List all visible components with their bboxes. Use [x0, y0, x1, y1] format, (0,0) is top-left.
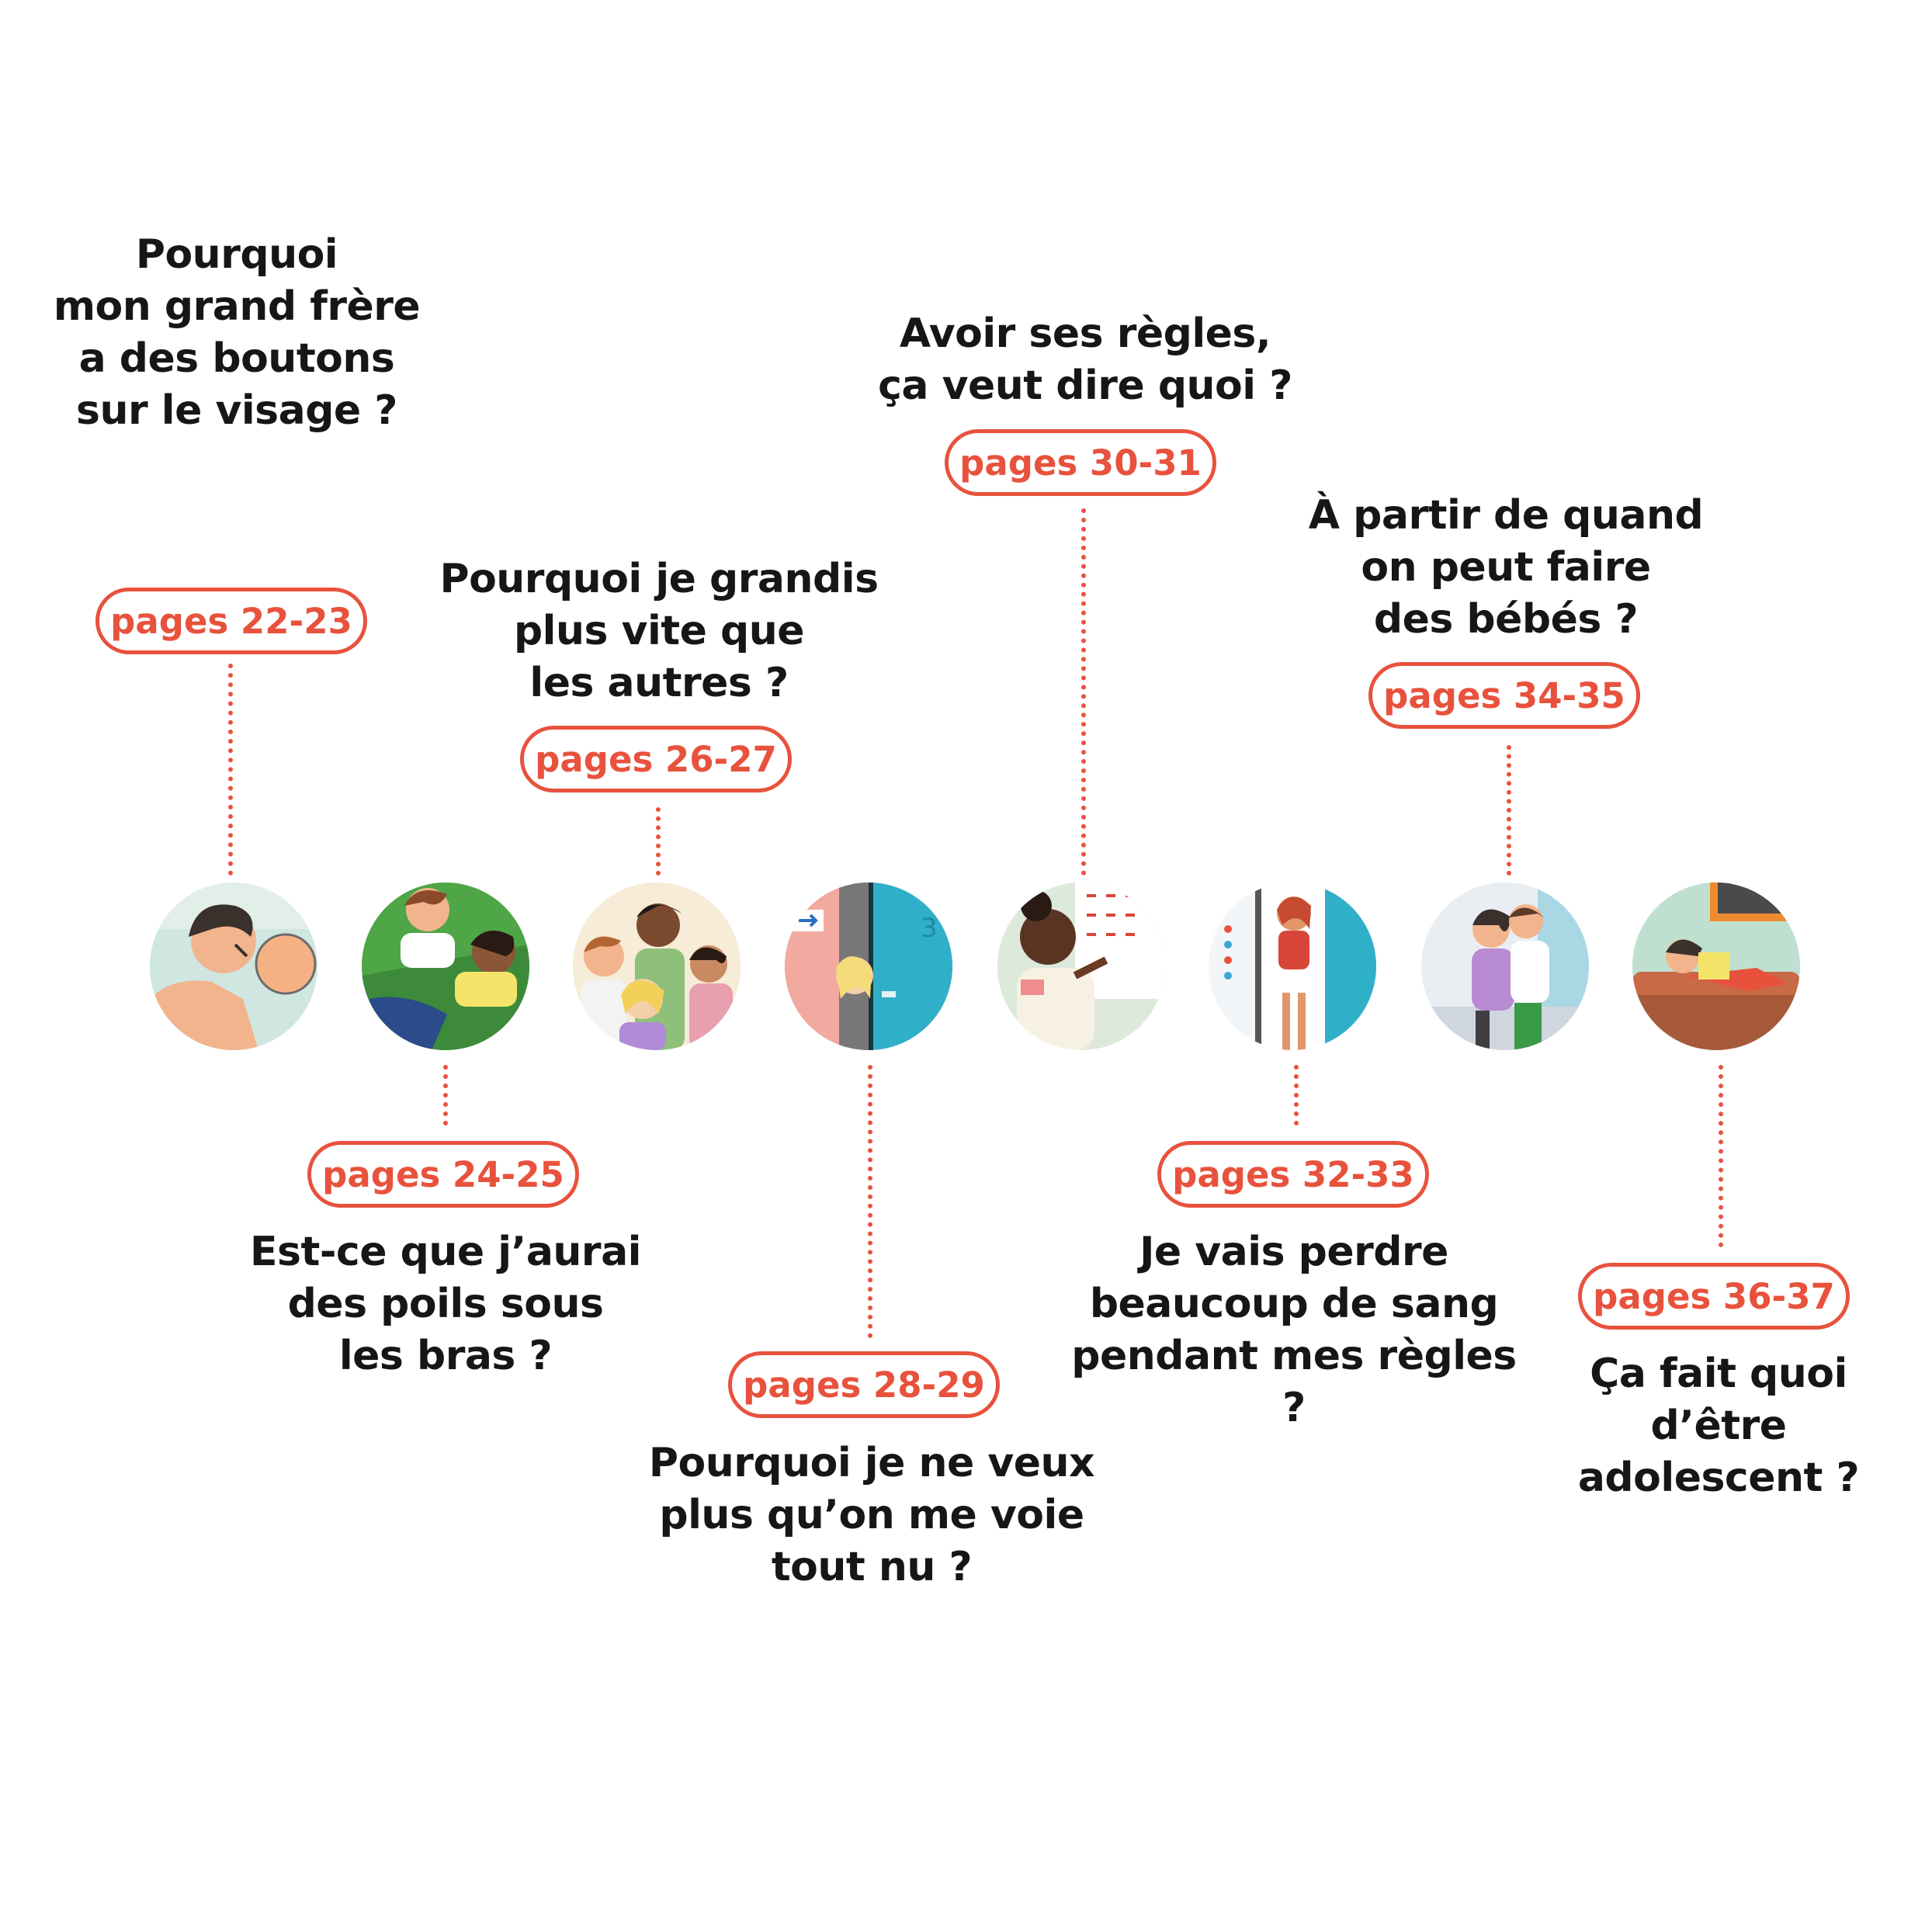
topic-1-pages-badge[interactable]: pages 22-23	[95, 588, 367, 654]
topic-1-connector	[228, 664, 233, 876]
topic-7-question: À partir de quand on peut faire des bébé…	[1308, 492, 1704, 643]
topic-4-question: Pourquoi je ne veux plus qu’on me voie t…	[648, 1440, 1095, 1590]
topic-2-illustration	[362, 882, 529, 1050]
topic-7-connector	[1507, 745, 1511, 876]
topic-5-connector	[1081, 508, 1086, 876]
topic-3-question: Pourquoi je grandis plus vite que les au…	[439, 556, 879, 706]
topic-1-question: Pourquoi mon grand frère a des boutons s…	[53, 231, 421, 434]
topic-8-question: Ça fait quoi d’être adolescent ?	[1577, 1351, 1860, 1501]
topic-2-question: Est-ce que j’aurai des poils sous les br…	[250, 1229, 641, 1379]
topic-4-pages-badge[interactable]: pages 28-29	[728, 1351, 1000, 1418]
topic-6-pages-badge[interactable]: pages 32-33	[1157, 1141, 1429, 1208]
topic-5-question: Avoir ses règles, ça veut dire quoi ?	[878, 310, 1292, 409]
topic-6-illustration	[1209, 882, 1376, 1050]
topic-8-pages-badge[interactable]: pages 36-37	[1578, 1263, 1850, 1330]
svg-text:3: 3	[921, 913, 938, 944]
topic-4-connector	[868, 1065, 872, 1338]
topic-3-illustration	[573, 882, 741, 1050]
topic-3-connector	[656, 807, 661, 876]
topic-6-connector	[1294, 1065, 1299, 1125]
topic-2-connector	[443, 1065, 448, 1125]
topic-4-illustration: 3	[785, 882, 952, 1050]
topic-8-illustration	[1632, 882, 1800, 1050]
topic-5-illustration	[997, 882, 1165, 1050]
topic-8-connector	[1719, 1065, 1723, 1247]
topic-3-pages-badge[interactable]: pages 26-27	[520, 726, 792, 792]
topic-7-pages-badge[interactable]: pages 34-35	[1368, 662, 1640, 729]
topic-1-illustration	[150, 882, 317, 1050]
topic-7-illustration	[1421, 882, 1589, 1050]
topic-2-pages-badge[interactable]: pages 24-25	[307, 1141, 579, 1208]
topic-6-question: Je vais perdre beaucoup de sang pendant …	[1071, 1229, 1517, 1431]
topic-5-pages-badge[interactable]: pages 30-31	[945, 429, 1216, 496]
